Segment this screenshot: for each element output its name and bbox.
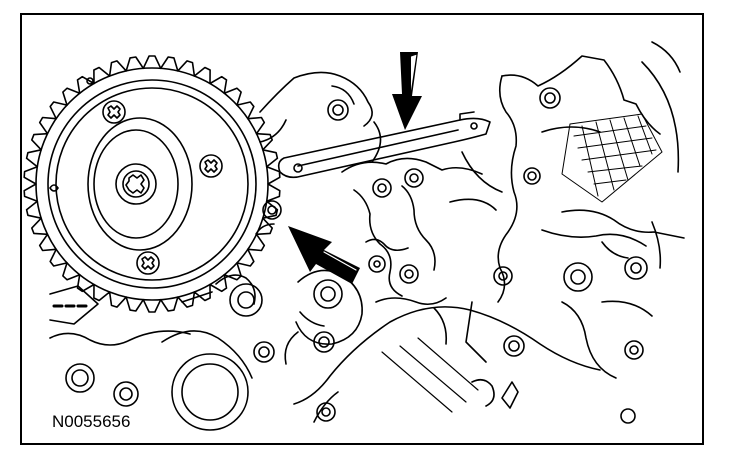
engine-housing-outline — [49, 41, 685, 431]
chain-tensioner-arm-icon — [277, 111, 491, 179]
arrow-down-icon — [392, 52, 422, 130]
sprocket-bolt-icon — [136, 251, 160, 275]
camshaft-sprocket-icon — [23, 55, 281, 313]
diagram-frame: N0055656 — [20, 13, 704, 445]
timing-chain-icon — [341, 157, 483, 306]
gasket-grid — [561, 113, 663, 203]
arrow-upleft-icon — [288, 226, 360, 284]
timing-illustration — [23, 41, 685, 431]
sprocket-bolt-icon — [102, 100, 126, 124]
figure-id-label: N0055656 — [52, 412, 131, 431]
sprocket-bolt-icon — [199, 154, 223, 178]
